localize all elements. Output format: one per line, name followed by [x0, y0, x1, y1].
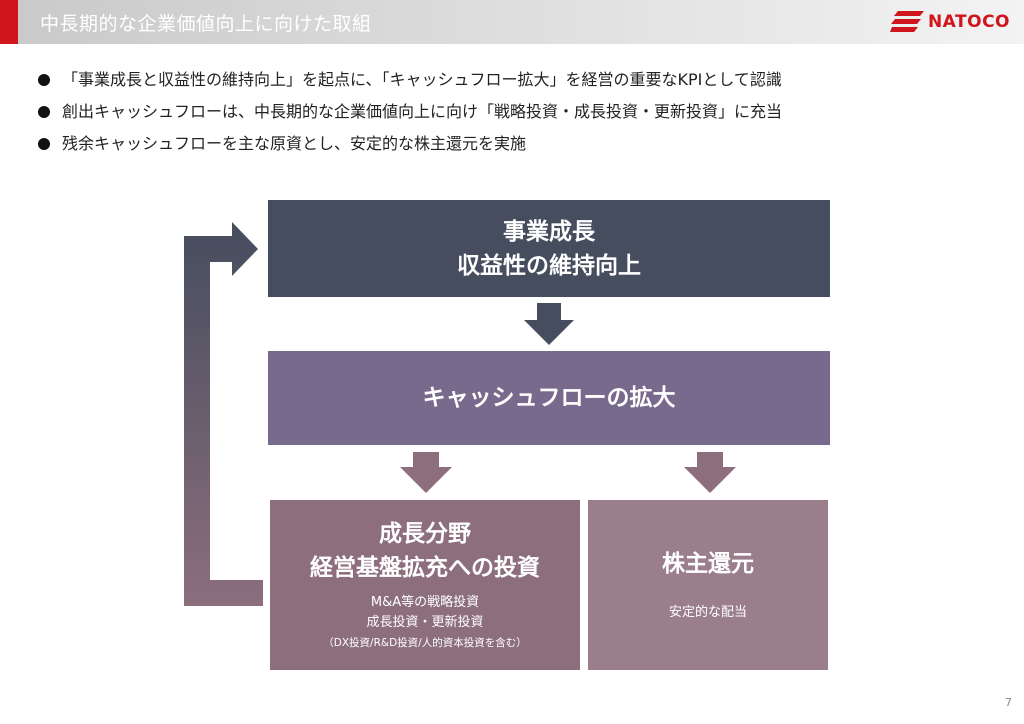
- down-arrow-left-icon: [400, 452, 452, 493]
- down-arrow-right-icon: [684, 452, 736, 493]
- investment-detail-1: M&A等の戦略投資: [370, 595, 480, 610]
- bullet-text: 残余キャッシュフローを主な原資とし、安定的な株主還元を実施: [62, 134, 527, 153]
- business-growth-box: 事業成長 収益性の維持向上: [268, 200, 830, 297]
- page-title: 中長期的な企業価値向上に向けた取組: [40, 13, 372, 35]
- bullet-item: 創出キャッシュフローは、中長期的な企業価値向上に向け「戦略投資・成長投資・更新投…: [38, 96, 782, 128]
- shareholder-return-title: 株主還元: [662, 551, 754, 577]
- feedback-loop-arrow: [184, 222, 263, 606]
- shareholder-return-detail: 安定的な配当: [668, 605, 747, 620]
- cashflow-expansion-box: キャッシュフローの拡大: [268, 351, 830, 445]
- investment-detail-3: （DX投資/R&D投資/人的資本投資を含む）: [323, 637, 527, 649]
- bullet-text: 創出キャッシュフローは、中長期的な企業価値向上に向け「戦略投資・成長投資・更新投…: [62, 102, 783, 121]
- profitability-title: 収益性の維持向上: [457, 252, 641, 279]
- bullet-item: 残余キャッシュフローを主な原資とし、安定的な株主還元を実施: [38, 128, 782, 160]
- company-logo: NATOCO: [889, 9, 1010, 35]
- bullet-item: 「事業成長と収益性の維持向上」を起点に、「キャッシュフロー拡大」を経営の重要なK…: [38, 64, 782, 96]
- bullet-dot-icon: [38, 74, 50, 86]
- investment-title-line2: 経営基盤拡充への投資: [310, 555, 540, 581]
- header-bar: 中長期的な企業価値向上に向けた取組 NATOCO: [0, 0, 1024, 44]
- logo-mark-icon: [889, 11, 924, 32]
- logo-text: NATOCO: [927, 12, 1010, 32]
- page-number: 7: [1005, 696, 1012, 709]
- header-accent: [0, 0, 18, 44]
- shareholder-return-box: 株主還元 安定的な配当: [588, 500, 828, 670]
- bullet-list: 「事業成長と収益性の維持向上」を起点に、「キャッシュフロー拡大」を経営の重要なK…: [38, 64, 782, 160]
- business-growth-title: 事業成長: [503, 218, 595, 245]
- bullet-dot-icon: [38, 106, 50, 118]
- investment-box: 成長分野 経営基盤拡充への投資 M&A等の戦略投資 成長投資・更新投資 （DX投…: [270, 500, 580, 670]
- bullet-dot-icon: [38, 138, 50, 150]
- cashflow-expansion-title: キャッシュフローの拡大: [422, 385, 676, 411]
- investment-detail-2: 成長投資・更新投資: [366, 615, 484, 630]
- down-arrow-top-icon: [524, 303, 574, 345]
- bullet-text: 「事業成長と収益性の維持向上」を起点に、「キャッシュフロー拡大」を経営の重要なK…: [62, 70, 782, 89]
- investment-title-line1: 成長分野: [379, 521, 471, 547]
